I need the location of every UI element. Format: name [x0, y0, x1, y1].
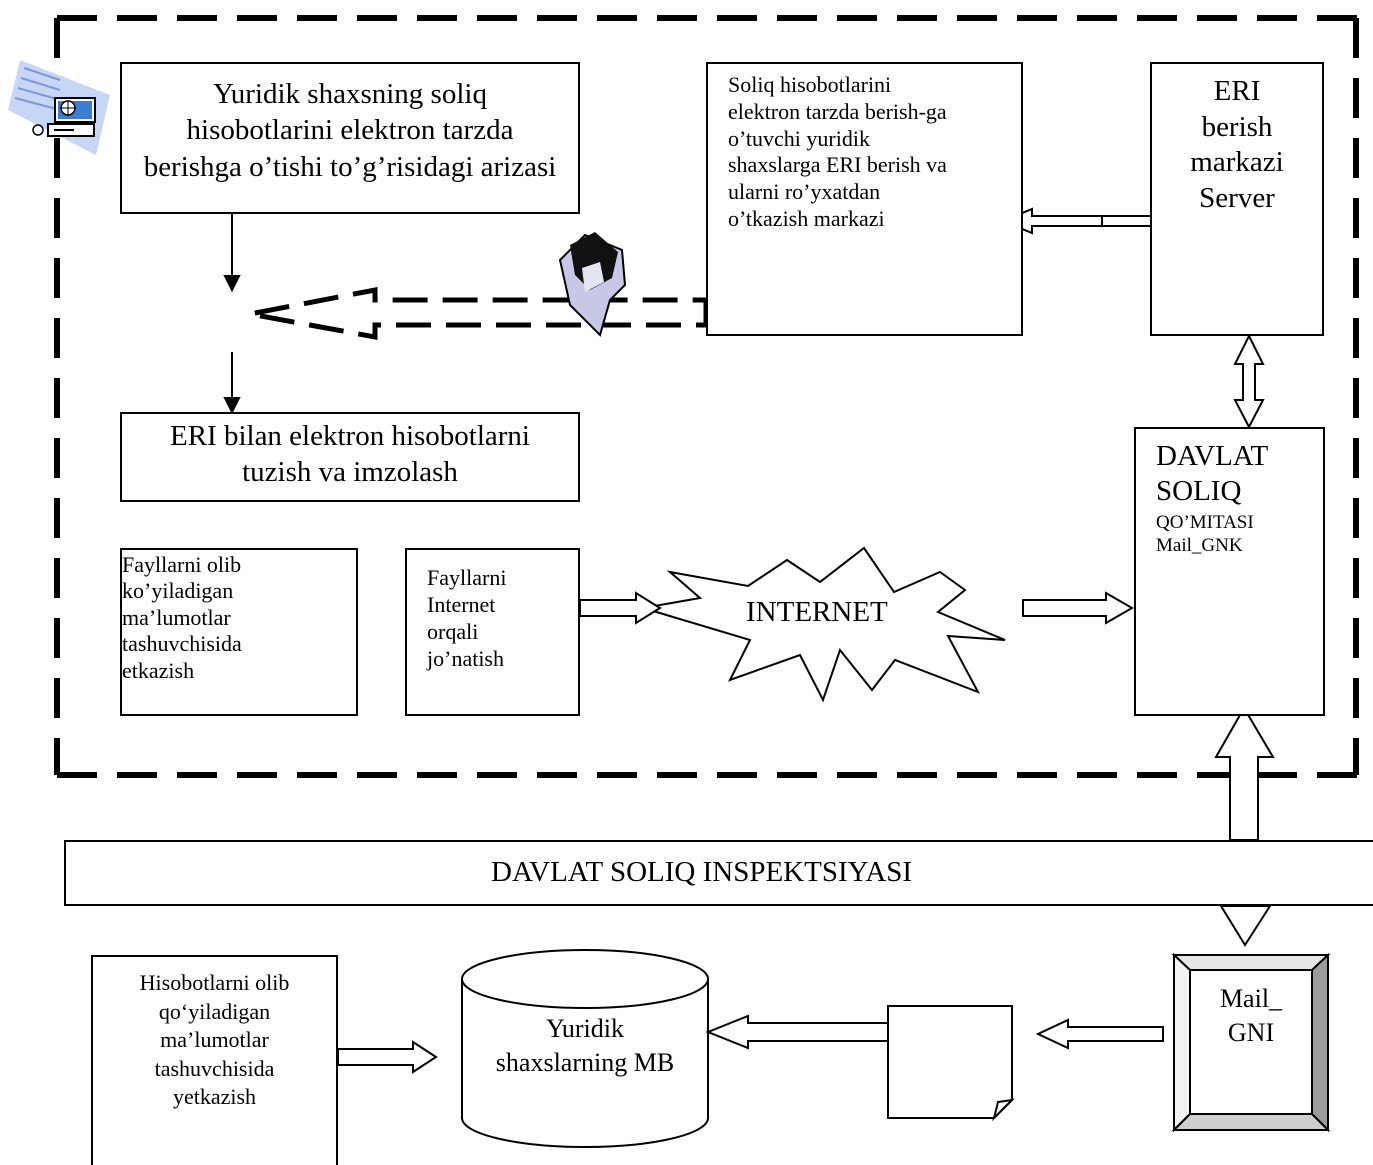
reports-carrier-box: Hisobotlarni olib qo‘yiladigan ma’lumotl… [91, 955, 338, 1165]
mail-gni-terminal [1171, 952, 1331, 1133]
mail-gni-label: Mail_ GNI [1219, 984, 1283, 1047]
arrow-to-sign-box [223, 352, 241, 415]
dashed-return-arrow [249, 286, 709, 341]
arrow-mail-gni-to-document [1035, 1018, 1164, 1050]
arrow-document-to-database [705, 1014, 889, 1050]
arrow-send-to-internet [579, 591, 662, 625]
tax-committee-box: DAVLAT SOLIQ QO’MITASI Mail_GNK [1134, 427, 1325, 716]
tax-committee-subtitle: QO’MITASI Mail_GNK [1156, 511, 1254, 557]
arrow-application-down [223, 214, 241, 293]
document-icon [887, 1005, 1015, 1122]
sign-reports-label: ERI bilan elektron hisobotlarni tuzish v… [169, 420, 530, 489]
tax-inspection-label: DAVLAT SOLIQ INSPEKTSIYASI [491, 856, 913, 888]
application-box: Yuridik shaxsning soliq hisobotlarini el… [120, 62, 580, 214]
arrow-carrier-to-database [337, 1040, 438, 1074]
double-arrow-server-dsq [1233, 333, 1265, 430]
sign-reports-box: ERI bilan elektron hisobotlarni tuzish v… [120, 412, 580, 502]
send-internet-label: Fayllarni Internet orqali jo’natish [427, 565, 507, 672]
database-icon [461, 949, 709, 1148]
eri-server-label: ERI berish markazi Server [1190, 75, 1284, 214]
send-internet-box: Fayllarni Internet orqali jo’natish [405, 548, 580, 716]
application-label: Yuridik shaxsning soliq hisobotlarini el… [143, 78, 557, 183]
reports-carrier-label: Hisobotlarni olib qo‘yiladigan ma’lumotl… [139, 970, 290, 1110]
agent-figure-icon [558, 232, 627, 337]
eri-server-box: ERI berish markazi Server [1150, 62, 1324, 336]
outer-dashed-boundary [54, 15, 1360, 778]
arrow-inspection-to-mail-gni [1219, 905, 1272, 947]
internet-star [642, 546, 1006, 703]
computer-icon [8, 60, 110, 155]
tax-inspection-bar: DAVLAT SOLIQ INSPEKTSIYASI [64, 840, 1373, 906]
registration-center-box: Soliq hisobotlarini elektron tarzda beri… [706, 62, 1023, 336]
arrow-internet-to-dsq [1022, 591, 1135, 625]
database-label: Yuridik shaxslarning MB [495, 1014, 675, 1077]
file-carrier-box: Fayllarni olib ko’yiladigan ma’lumotlar … [120, 548, 358, 716]
file-carrier-label: Fayllarni olib ko’yiladigan ma’lumotlar … [122, 552, 242, 683]
internet-label: INTERNET [746, 596, 888, 628]
tax-committee-title: DAVLAT SOLIQ [1156, 440, 1269, 507]
registration-center-label: Soliq hisobotlarini elektron tarzda beri… [728, 72, 947, 232]
